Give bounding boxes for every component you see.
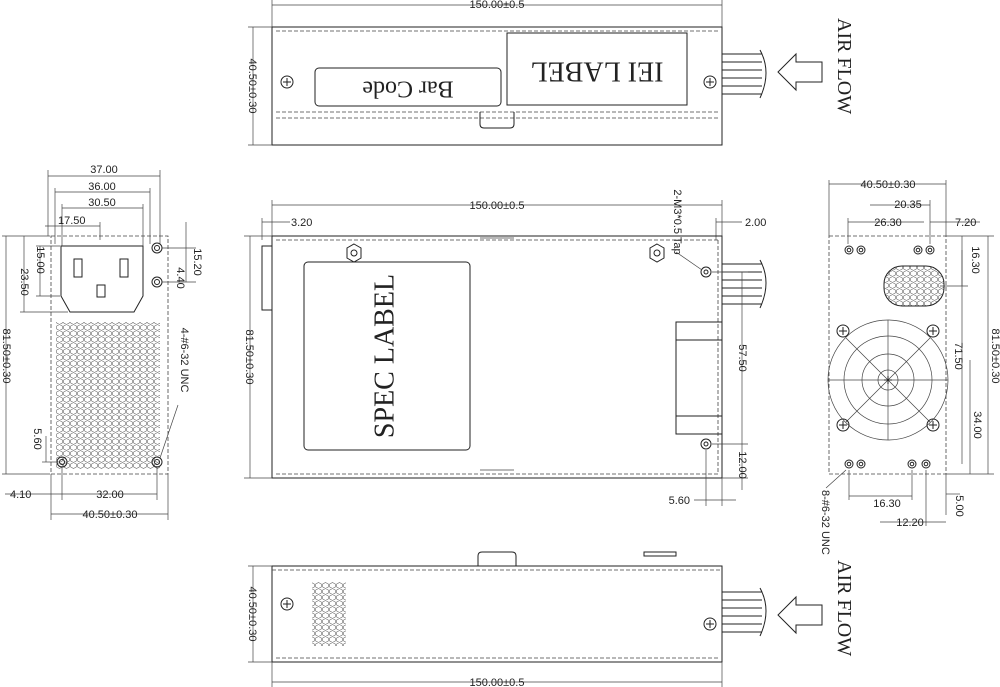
rear-dim-34: 34.00: [971, 411, 983, 439]
spec-label-area: [303, 261, 471, 451]
iei-label-area: [506, 32, 688, 106]
main-dim-3-2: 3.20: [291, 217, 312, 229]
front-dim-5-6: 5.60: [31, 428, 43, 449]
front-dim-36: 36.00: [88, 181, 116, 193]
screw-hole-icon: [925, 245, 935, 255]
top-width-dim: 150.00±0.5: [470, 0, 525, 11]
rear-dim-5: 5.00: [953, 495, 965, 516]
bottom-airflow-label: AIR FLOW: [833, 560, 855, 656]
front-dim-32: 32.00: [96, 489, 124, 501]
front-dim-23-5: 23.50: [18, 268, 30, 296]
barcode-label-area: [314, 67, 502, 107]
main-dim-81-5: 81.50±0.30: [243, 330, 255, 385]
side-tab: [261, 245, 273, 311]
front-screw-note: 4-#6-32 UNC: [178, 328, 190, 393]
wire-harness: [722, 49, 767, 99]
front-body-outline: [50, 235, 169, 475]
fan-connector-block: [675, 321, 723, 435]
rear-dim-81-5: 81.50±0.30: [989, 329, 1000, 384]
airflow-arrow-icon: [777, 595, 823, 635]
barcode-label: Bar Code: [362, 75, 453, 101]
rear-dim-20-35: 20.35: [894, 199, 922, 211]
main-view: 150.00±0.5 3.20 2.00 SPEC LABEL 2-M3: [243, 189, 767, 507]
bottom-width-dim: 150.00±0.5: [470, 677, 525, 687]
front-dim-37: 37.00: [90, 164, 118, 176]
bottom-slot: [643, 551, 677, 557]
screw-hole-icon: [856, 245, 866, 255]
vent-grille: [56, 322, 160, 469]
tap-note: 2-M3*0.5 Tap: [671, 189, 683, 254]
tap-hole-icon: [700, 438, 712, 450]
rear-dim-7-2: 7.20: [955, 217, 976, 229]
screw-icon: [836, 418, 850, 432]
front-dim-4-4: 4.40: [174, 267, 186, 288]
screw-hole-icon: [907, 459, 917, 469]
top-height-dim: 40.50±0.30: [246, 59, 258, 114]
bottom-height-dim: 40.50±0.30: [246, 587, 258, 642]
front-dim-40-5: 40.50±0.30: [83, 509, 138, 521]
screw-hole-icon: [151, 242, 163, 254]
rear-dim-71-5: 71.50: [952, 342, 964, 370]
main-dim-2: 2.00: [745, 217, 766, 229]
bottom-vent-grille: [312, 582, 346, 646]
wire-harness: [722, 259, 767, 309]
rear-dim-40-5: 40.50±0.30: [861, 179, 916, 191]
main-dim-57-5: 57.50: [736, 344, 748, 372]
wire-harness: [722, 587, 767, 637]
hex-standoff-icon: [346, 243, 362, 263]
screw-hole-icon: [921, 459, 931, 469]
hex-standoff-icon: [649, 243, 665, 263]
bottom-body-outline: [271, 565, 723, 663]
screw-hole-icon: [844, 245, 854, 255]
rear-screw-note: 8-#6-32 UNC: [819, 490, 831, 555]
screw-hole-icon: [844, 459, 854, 469]
rear-dim-26-3: 26.30: [874, 217, 902, 229]
ac-inlet-icon: [60, 245, 144, 313]
main-dim-12: 12.00: [736, 451, 748, 479]
front-dim-15-2: 15.20: [191, 248, 203, 276]
front-dim-81-5: 81.50±0.30: [0, 329, 12, 384]
iei-label: IEI LABEL: [531, 56, 664, 87]
front-dim-30-5: 30.50: [88, 197, 116, 209]
screw-icon: [836, 324, 850, 338]
rear-view: 40.50±0.30 20.35 26.30 7.20: [819, 179, 1000, 555]
screw-hole-icon: [151, 276, 163, 288]
rear-dim-16-3-bottom: 16.30: [873, 498, 901, 510]
main-body-outline: [271, 235, 723, 479]
top-airflow-label: AIR FLOW: [833, 18, 855, 114]
screw-hole-icon: [913, 245, 923, 255]
tap-hole-icon: [700, 266, 712, 278]
screw-icon: [703, 75, 717, 89]
spec-label: SPEC LABEL: [369, 274, 400, 438]
front-dim-15: 15.00: [34, 246, 46, 274]
screw-hole-icon: [856, 459, 866, 469]
screw-icon: [926, 324, 940, 338]
screw-icon: [280, 597, 294, 611]
rear-dim-16-3-top: 16.30: [969, 246, 981, 274]
main-dim-150: 150.00±0.5: [470, 200, 525, 212]
front-view: 37.00 36.00 30.50 17.50 15.00 23.50 81.5…: [0, 164, 203, 521]
screw-icon: [280, 75, 294, 89]
rear-dim-12-2: 12.20: [896, 517, 924, 529]
bottom-view: 40.50±0.30 150.00±0.5 AIR FLOW: [246, 551, 855, 687]
vent-slot: [883, 265, 945, 307]
front-dim-17-5: 17.50: [58, 215, 86, 227]
front-dim-4-1: 4.10: [10, 489, 31, 501]
airflow-arrow-icon: [777, 52, 823, 92]
rear-body-outline: [828, 235, 947, 475]
screw-icon: [926, 418, 940, 432]
screw-icon: [703, 617, 717, 631]
top-view: 150.00±0.5 40.50±0.30 Bar Code IEI LABEL: [246, 0, 855, 146]
fan-grille-icon: [827, 319, 949, 441]
main-dim-5-6: 5.60: [669, 495, 690, 507]
